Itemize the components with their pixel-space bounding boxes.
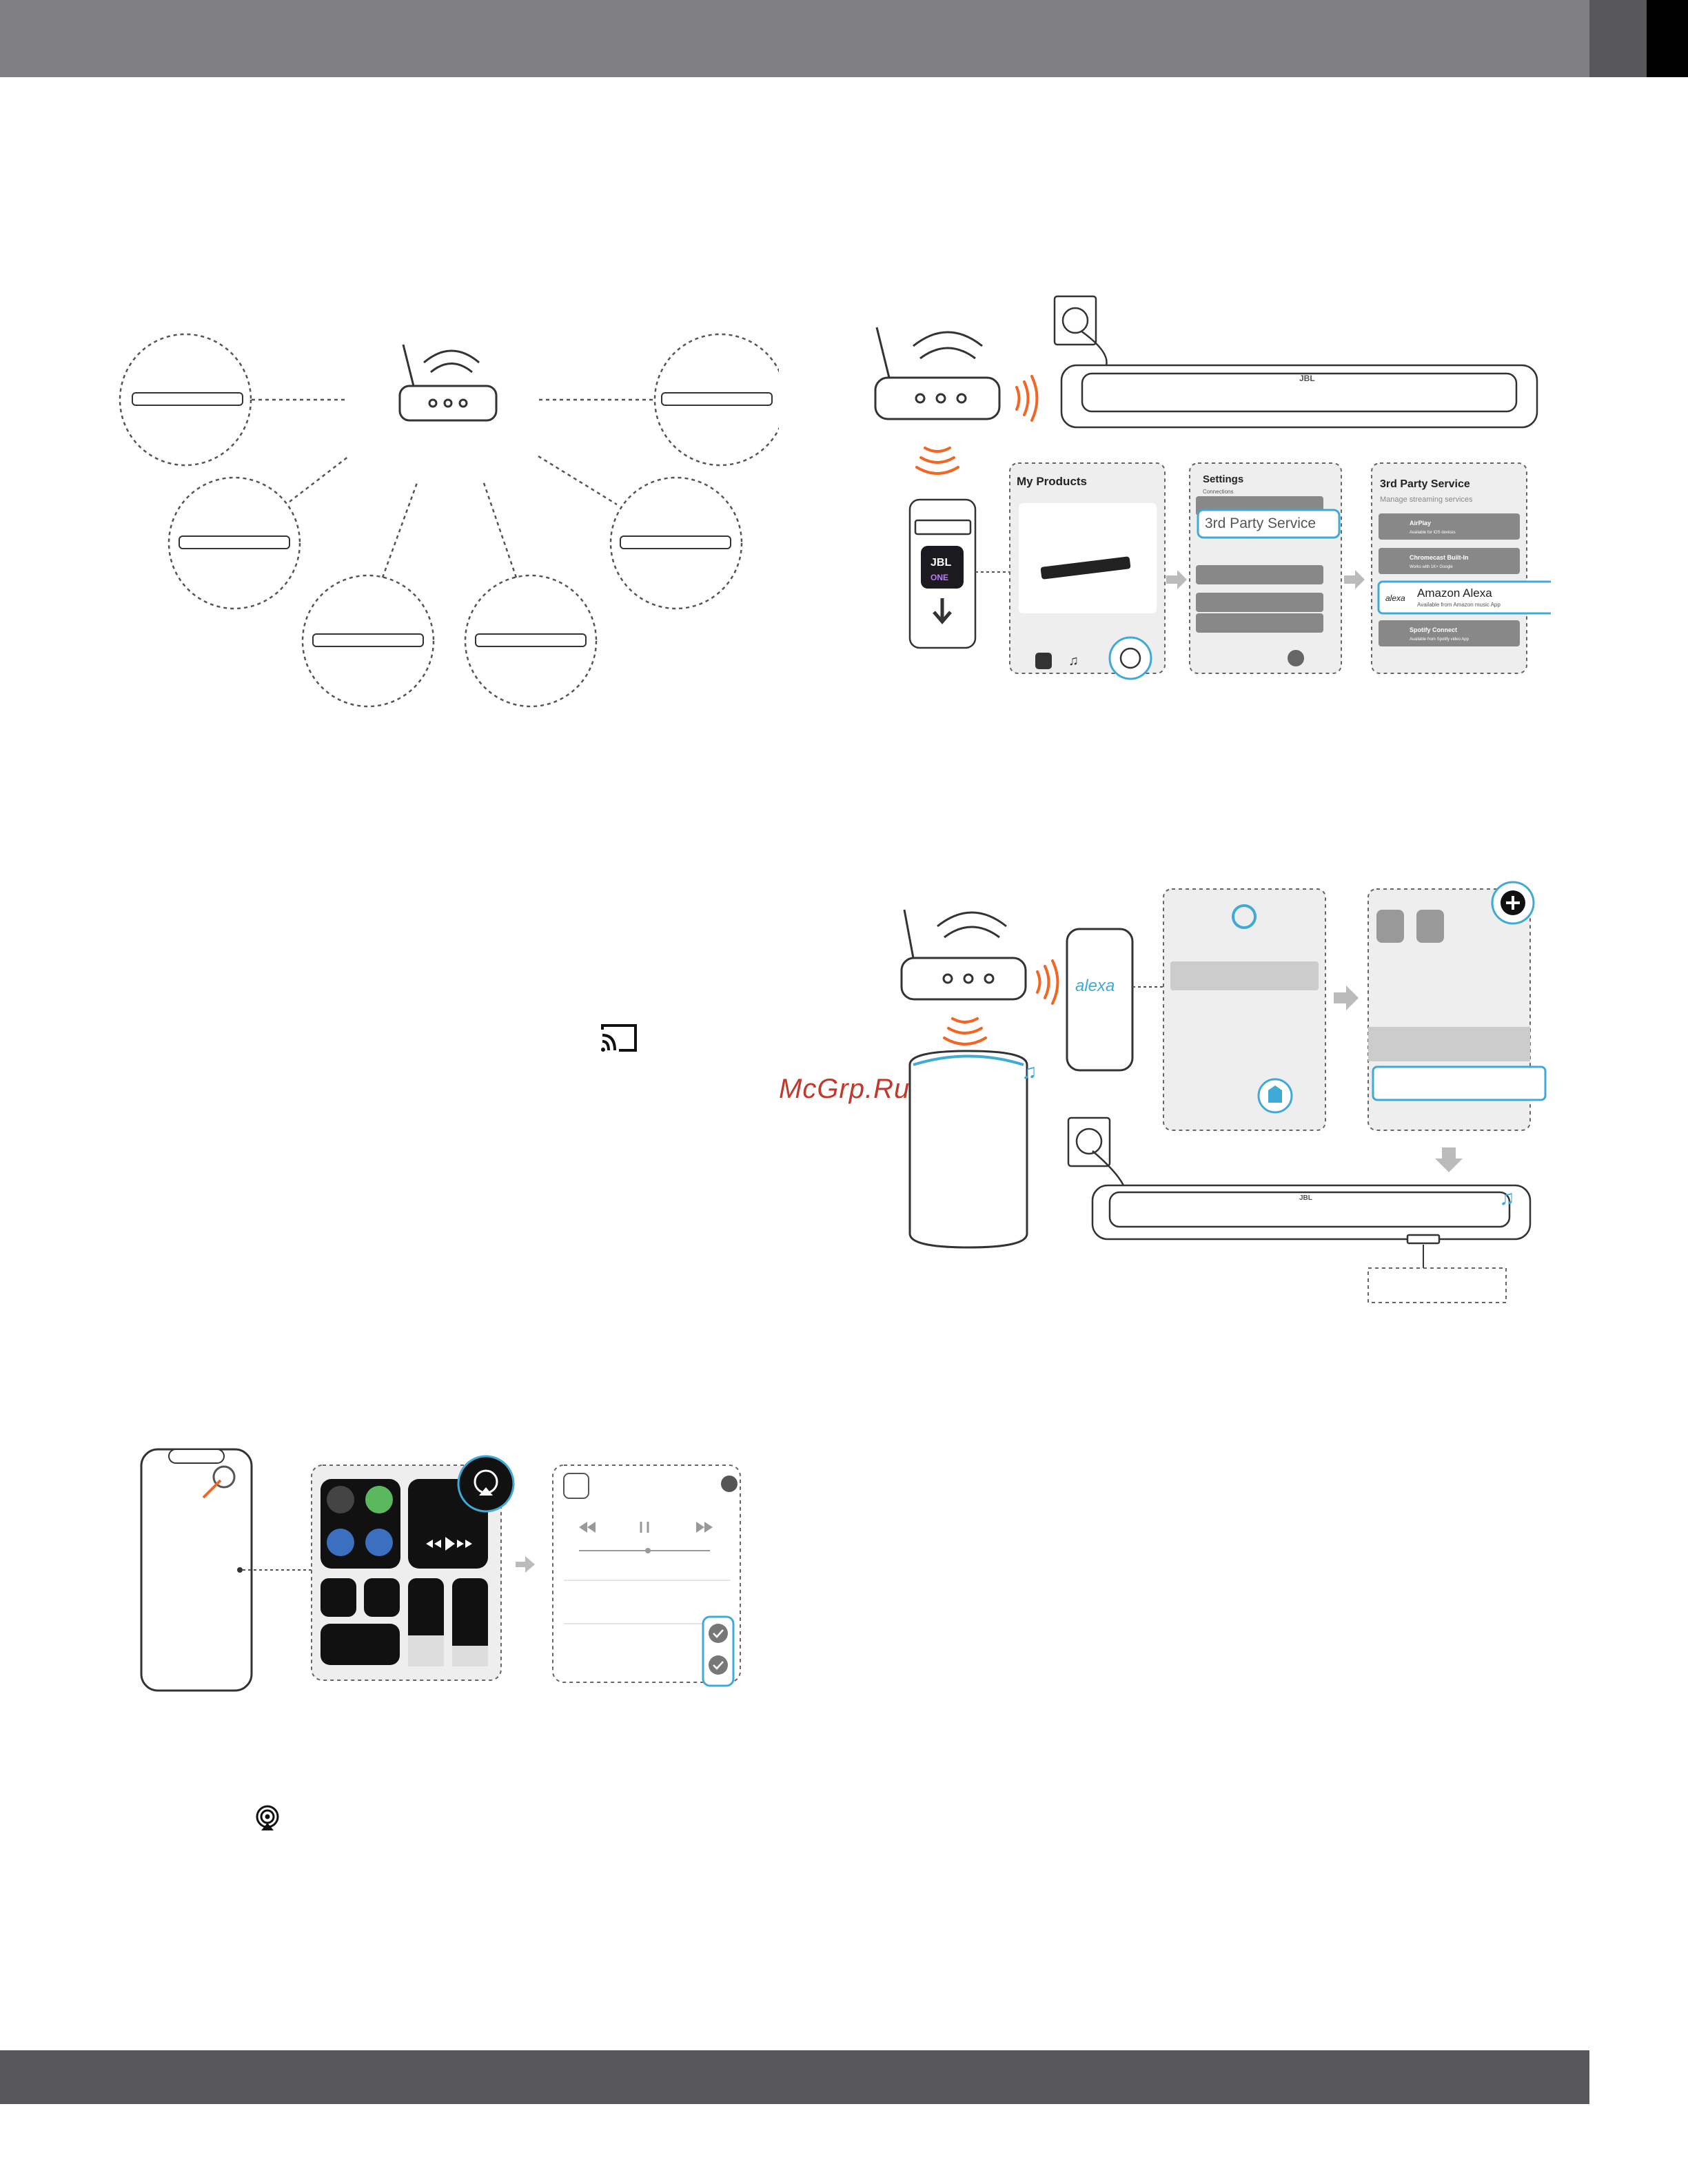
svg-text:Spotify Connect: Spotify Connect xyxy=(1410,626,1457,633)
soundbar-logo-2: JBL xyxy=(1299,1194,1312,1202)
watermark: McGrp.Ru xyxy=(779,1074,911,1104)
third-party-subtitle: Manage streaming services xyxy=(1380,496,1473,504)
airplay-icon xyxy=(254,1804,281,1832)
settings-highlight: 3rd Party Service xyxy=(1205,516,1316,531)
app-icon-line2: ONE xyxy=(931,573,948,582)
my-products-title: My Products xyxy=(1017,475,1087,488)
svg-text:Chromecast Built-In: Chromecast Built-In xyxy=(1410,554,1469,561)
header-bar xyxy=(0,0,1688,77)
section-bar xyxy=(0,2050,1589,2104)
header-tab-black xyxy=(1647,0,1688,77)
svg-text:Available from Spotify video A: Available from Spotify video App xyxy=(1410,637,1470,642)
app-icon-line1: JBL xyxy=(931,557,951,569)
svg-text:alexa: alexa xyxy=(1385,593,1405,603)
svg-text:♫: ♫ xyxy=(1499,1187,1515,1210)
svg-text:Available for iOS devices: Available for iOS devices xyxy=(1410,531,1456,535)
router-icon xyxy=(398,344,498,422)
header-tab-dark xyxy=(1589,0,1647,77)
router-icon xyxy=(874,327,1001,420)
soundbar-logo: JBL xyxy=(1299,374,1315,383)
alexa-setup-figure: alexa JBL ♫ ♫ xyxy=(882,868,1565,1323)
svg-text:AirPlay: AirPlay xyxy=(1410,520,1431,527)
svg-text:Available from Amazon music Ap: Available from Amazon music App xyxy=(1417,602,1501,608)
settings-title: Settings xyxy=(1203,473,1243,485)
third-party-title: 3rd Party Service xyxy=(1380,478,1470,490)
app-setup-figure: JBL JBL ONE My Products ♫ Settings Conne… xyxy=(862,289,1551,731)
svg-text:♫: ♫ xyxy=(1068,653,1079,669)
alexa-app-label: alexa xyxy=(1075,977,1115,995)
svg-text:Amazon Alexa: Amazon Alexa xyxy=(1417,586,1492,600)
settings-subtitle: Connections xyxy=(1203,489,1233,495)
svg-text:♫: ♫ xyxy=(1021,1061,1037,1083)
chromecast-icon xyxy=(598,1021,640,1054)
multiroom-diagram xyxy=(117,324,779,717)
svg-text:Works with 1K+ Google: Works with 1K+ Google xyxy=(1410,565,1453,569)
airplay-figure xyxy=(138,1446,758,1735)
